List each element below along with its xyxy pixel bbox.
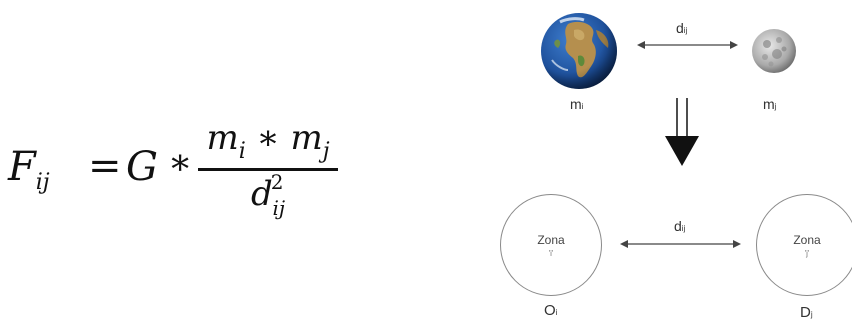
gravity-formula: Fij = G ∗ mi ∗ mj d2ij <box>8 118 338 228</box>
earth-icon <box>541 13 617 89</box>
distance-label-bottom: dij <box>674 218 686 234</box>
mass-label-i: mi <box>570 96 584 112</box>
distance-arrow-top <box>637 41 738 49</box>
formula-denominator: d2ij <box>250 170 286 220</box>
destination-label: Dj <box>800 304 813 321</box>
zone-origin-sub: 'i' <box>548 249 554 258</box>
mass-label-j: mj <box>763 96 777 112</box>
distance-label-top: dij <box>676 20 688 36</box>
zone-origin-text: Zona <box>537 233 565 247</box>
zone-origin-circle: Zona 'i' <box>500 194 602 296</box>
fraction-bar <box>198 168 338 171</box>
zone-destination-sub: 'j' <box>804 249 810 258</box>
implies-down-arrow <box>665 98 699 166</box>
formula-multiply: ∗ <box>168 142 193 183</box>
moon-icon <box>752 29 796 73</box>
zone-destination-circle: Zona 'j' <box>756 194 852 296</box>
formula-fraction: mi ∗ mj d2ij <box>198 118 338 228</box>
formula-force: Fij <box>8 144 50 195</box>
formula-numerator: mi ∗ mj <box>206 118 330 164</box>
formula-equals: = <box>88 143 122 189</box>
distance-arrow-bottom <box>620 240 741 248</box>
formula-constant: G <box>126 144 158 190</box>
gravity-model-diagram: dij mi mj Zona 'i' Zona 'j' dij Oi Dj <box>490 0 852 329</box>
zone-destination-text: Zona <box>793 233 821 247</box>
origin-label: Oi <box>544 302 558 319</box>
